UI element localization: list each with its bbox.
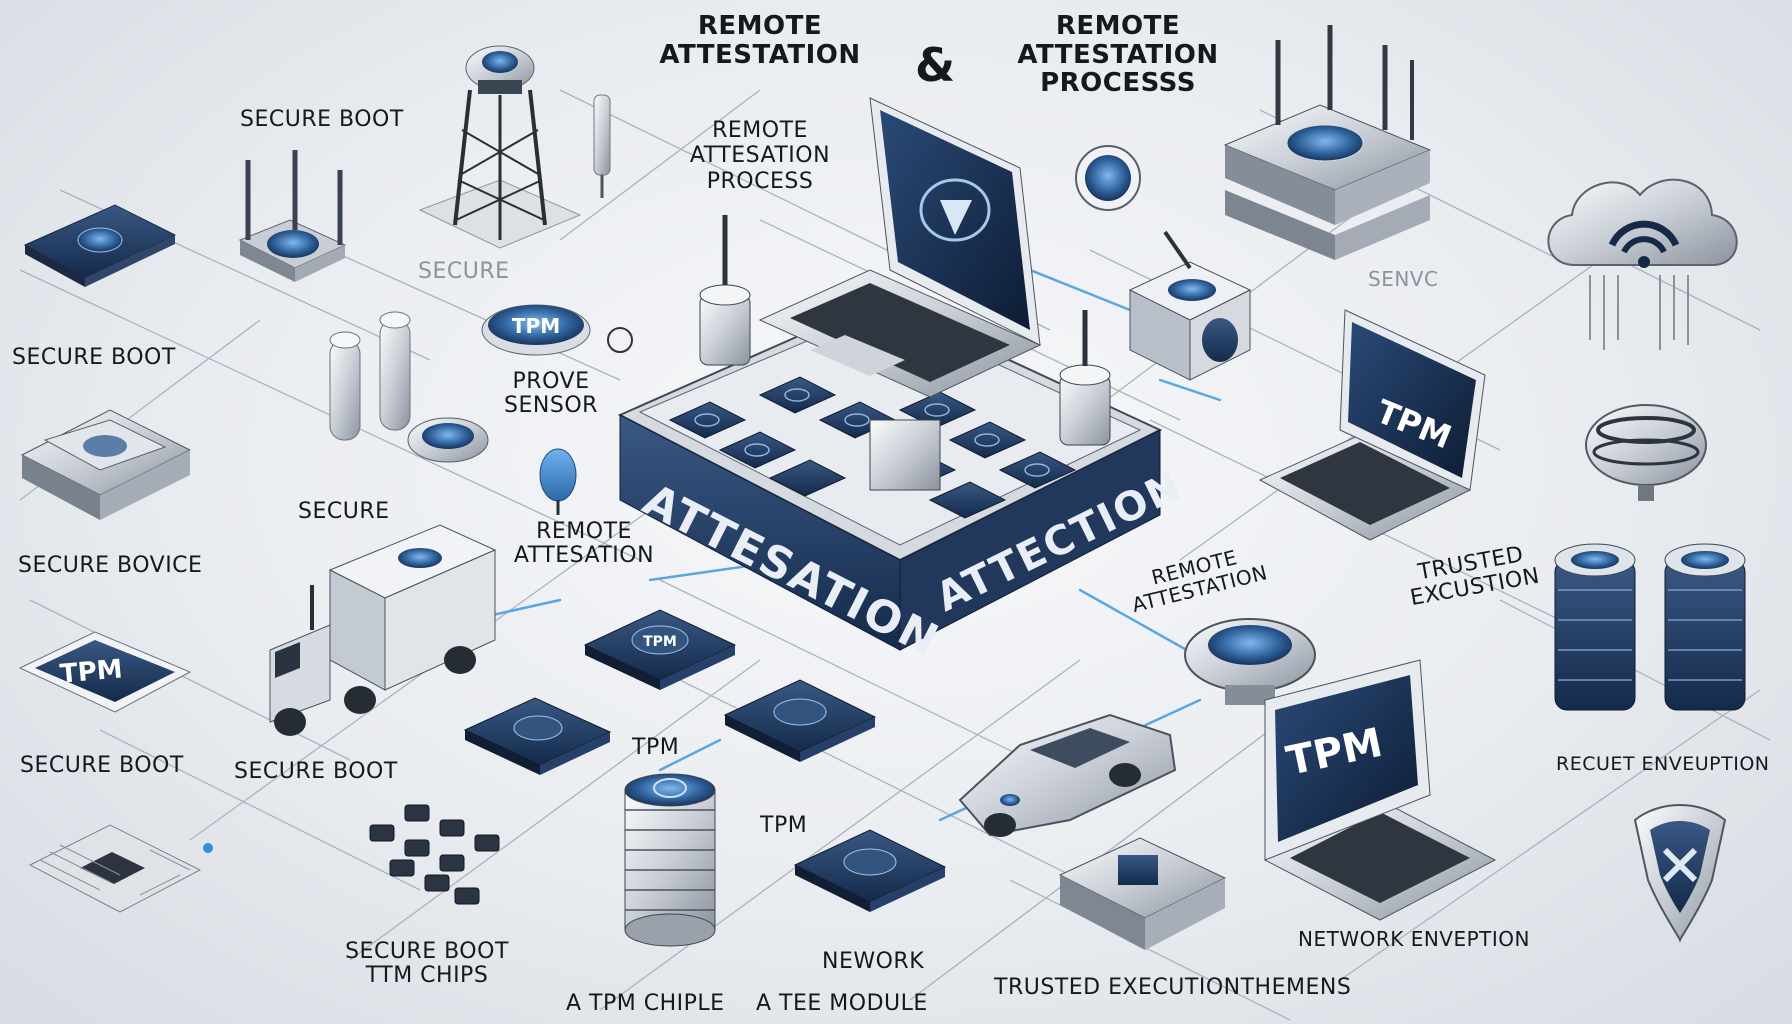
- label-recuet-enveuption: RECUET ENVEUPTION: [1556, 753, 1770, 775]
- shield-badge-top: [1075, 145, 1141, 211]
- connector-line: [349, 659, 761, 961]
- wifi-icon: [1638, 256, 1650, 268]
- label-prove-sensor-text: PROVE SENSOR: [504, 369, 598, 419]
- title-center-sub-text: REMOTE ATTESATION PROCESS: [689, 118, 831, 194]
- label-secure-boot-left: SECURE BOOT: [12, 345, 176, 370]
- label-trusted-execution: TRUSTED EXECUTIONTHEMENS: [994, 975, 1352, 1000]
- small-chip-array: [369, 804, 500, 905]
- antenna-tower: [418, 45, 582, 249]
- spinning-top-device: [1585, 404, 1707, 501]
- tpm-badge: TPM: [481, 304, 591, 356]
- connector-line: [909, 699, 1311, 1001]
- connector-line: [599, 659, 1081, 1011]
- title-right: REMOTE ATTESTATION PROCESSS: [988, 12, 1248, 98]
- cloud-wifi: [1547, 178, 1738, 350]
- camera-cube: [1128, 230, 1252, 381]
- label-tpm-mid: TPM: [632, 735, 680, 760]
- label-prove-sensor: PROVE SENSOR: [496, 369, 606, 419]
- label-network: NEWORK: [822, 949, 925, 974]
- title-left: REMOTE ATTESTATION: [640, 12, 880, 69]
- tpm-chip-2: [463, 697, 612, 775]
- bottom-server: [1058, 837, 1227, 950]
- shield-icon: [1085, 155, 1131, 201]
- label-secure-boot-top: SECURE BOOT: [240, 107, 404, 132]
- tpm-card-label: TPM: [59, 654, 124, 689]
- shield-icon: [482, 51, 518, 73]
- tpm-card: TPM: [18, 631, 192, 713]
- connector-line: [659, 579, 1051, 771]
- connector-line: [329, 249, 621, 381]
- circuit-chip: [28, 824, 202, 913]
- round-sensor: [1184, 618, 1316, 705]
- server-stack: [1223, 25, 1432, 260]
- title-center-sub: REMOTE ATTESATION PROCESS: [670, 118, 850, 194]
- connector-line: [189, 509, 651, 841]
- label-secure-bovice: SECURE BOVICE: [18, 553, 203, 578]
- label-secure-boot-ttm-text: SECURE BOOT TTM CHIPS: [345, 939, 509, 989]
- sedan-car: [958, 713, 1177, 837]
- label-tpm-chiple: A TPM CHIPLE: [566, 991, 725, 1016]
- coin-stack: [624, 773, 716, 947]
- shield-icon: [1662, 847, 1698, 883]
- label-secure-boot-lower: SECURE BOOT: [20, 753, 184, 778]
- label-tee-module: A TEE MODULE: [756, 991, 928, 1016]
- label-secure-faint: SECURE: [418, 259, 510, 284]
- link-node: [203, 843, 213, 853]
- delivery-truck: [269, 524, 497, 736]
- shield-icon: [653, 778, 687, 798]
- connector-line: [1009, 879, 1291, 1021]
- connector-line: [599, 639, 1121, 901]
- tpm-chip-1-label: TPM: [643, 634, 677, 650]
- connector-line: [99, 729, 421, 891]
- shield-emblem: [1633, 804, 1727, 943]
- title-right-text: REMOTE ATTESTATION PROCESSS: [1017, 11, 1219, 99]
- probe-sensor: [539, 327, 633, 515]
- blue-link: [1158, 378, 1222, 402]
- chip-top-left: [23, 204, 177, 287]
- tpm-chip-3: [723, 679, 877, 762]
- connector-line: [559, 89, 761, 241]
- tpm-chip-4: [793, 829, 947, 912]
- chip-stack-left: [20, 409, 192, 520]
- sensor-cylinders: [329, 311, 489, 463]
- ampersand-text: &: [915, 38, 956, 92]
- label-senvc: SENVC: [1368, 267, 1439, 291]
- blue-link: [658, 738, 722, 772]
- title-ampersand: &: [915, 40, 956, 91]
- label-secure-boot-ttm: SECURE BOOT TTM CHIPS: [342, 939, 512, 989]
- label-secure: SECURE: [298, 499, 390, 524]
- label-remote-attesation-left: REMOTE ATTESATION: [498, 519, 670, 569]
- label-tpm-low: TPM: [760, 813, 808, 838]
- platform-modules: [668, 215, 1111, 519]
- laptop-tpm-right: TPM: [1258, 309, 1486, 541]
- label-network-enveption: NETWORK ENVEPTION: [1298, 927, 1530, 951]
- label-secure-boot-truck: SECURE BOOT: [234, 759, 398, 784]
- label-remote-attesation-left-text: REMOTE ATTESATION: [513, 519, 655, 569]
- tpm-chip-1: TPM: [583, 609, 737, 690]
- title-left-text: REMOTE ATTESTATION: [659, 11, 861, 70]
- tpm-badge-label: TPM: [512, 314, 560, 338]
- storage-cylinders: [1554, 543, 1746, 711]
- antenna-stack: [593, 94, 611, 198]
- central-laptop: [758, 97, 1042, 398]
- connector-line: [1339, 689, 1761, 981]
- antenna-device: [238, 150, 347, 282]
- laptop-tpm-bottom: TPM: [1263, 659, 1497, 921]
